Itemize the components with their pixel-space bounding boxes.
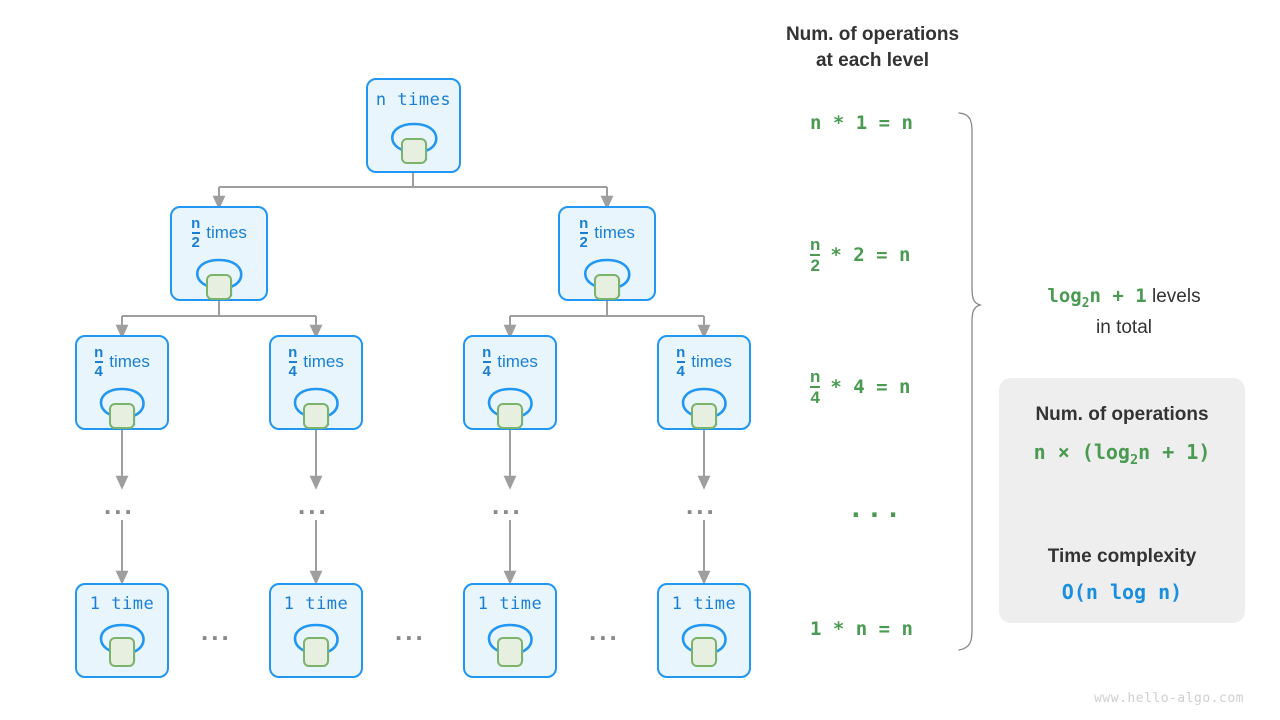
- operations-title-line2: at each level: [815, 49, 930, 71]
- tree-node-level3-a[interactable]: n 4 times: [75, 335, 169, 430]
- self-loop-icon: [281, 381, 351, 431]
- vertical-ellipsis: ...: [492, 490, 523, 520]
- tree-node-label: 1 time: [283, 594, 349, 614]
- operation-square-icon: [497, 637, 523, 667]
- operations-row-3: n 4 * 4 = n: [810, 368, 910, 406]
- tree-node-label: 1 time: [89, 594, 155, 614]
- info-box-complexity-heading: Time complexity: [1047, 546, 1197, 567]
- tree-node-level3-b[interactable]: n 4 times: [269, 335, 363, 430]
- operation-square-icon: [691, 403, 717, 429]
- tree-node-level1[interactable]: n times: [366, 78, 461, 173]
- self-loop-icon: [183, 252, 255, 302]
- self-loop-icon: [87, 381, 157, 431]
- operation-square-icon: [594, 274, 620, 300]
- levels-brace-note: log2n + 1 levels in total: [1010, 283, 1238, 341]
- tree-node-label: n times: [375, 90, 452, 110]
- info-box-operations-heading: Num. of operations: [1035, 404, 1209, 425]
- tree-node-level3-d[interactable]: n 4 times: [657, 335, 751, 430]
- levels-brace: [958, 112, 983, 651]
- self-loop-icon: [281, 617, 351, 667]
- fraction: n 2: [191, 215, 201, 251]
- operation-square-icon: [691, 637, 717, 667]
- info-box-operations-formula: n × (log2n + 1): [1033, 440, 1211, 468]
- operations-title-line1: Num. of operations: [785, 24, 960, 45]
- tree-node-label: 1 time: [671, 594, 737, 614]
- levels-brace-line2: in total: [1096, 316, 1152, 338]
- fraction: n 2: [579, 215, 589, 251]
- operation-square-icon: [303, 637, 329, 667]
- tree-node-level2-left[interactable]: n 2 times: [170, 206, 268, 301]
- levels-brace-line1: log2n + 1 levels: [1010, 283, 1238, 314]
- fraction: n 4: [676, 344, 686, 380]
- operations-column-title: Num. of operations at each level: [760, 22, 985, 73]
- operations-row-2-rest: * 2 = n: [830, 244, 911, 266]
- tree-node-leaf-b[interactable]: 1 time: [269, 583, 363, 678]
- operation-square-icon: [206, 274, 232, 300]
- horizontal-ellipsis: ...: [201, 616, 232, 646]
- operation-square-icon: [303, 403, 329, 429]
- operations-row-last: 1 * n = n: [810, 618, 913, 640]
- operations-ellipsis-text: ...: [848, 494, 904, 524]
- operations-row-1: n * 1 = n: [810, 112, 960, 134]
- tree-node-level2-right[interactable]: n 2 times: [558, 206, 656, 301]
- self-loop-icon: [475, 617, 545, 667]
- watermark: www.hello-algo.com: [1094, 691, 1244, 706]
- horizontal-ellipsis: ...: [589, 616, 620, 646]
- self-loop-icon: [571, 252, 643, 302]
- operations-row-ellipsis: ...: [848, 494, 904, 524]
- vertical-ellipsis: ...: [104, 490, 135, 520]
- operation-square-icon: [497, 403, 523, 429]
- operation-square-icon: [400, 138, 427, 164]
- fraction: n 4: [94, 344, 104, 380]
- log-base-subscript: 2: [1081, 295, 1090, 311]
- operation-square-icon: [109, 637, 135, 667]
- operation-square-icon: [109, 403, 135, 429]
- self-loop-icon: [378, 114, 450, 166]
- operations-row-3-rest: * 4 = n: [830, 376, 911, 398]
- levels-word: levels: [1152, 286, 1201, 307]
- tree-node-label: n 4 times: [288, 344, 344, 380]
- tree-node-leaf-c[interactable]: 1 time: [463, 583, 557, 678]
- log-base-subscript: 2: [1129, 452, 1139, 468]
- tree-node-label: n 2 times: [579, 215, 635, 251]
- tree-node-label: n 2 times: [191, 215, 247, 251]
- tree-node-label: n 4 times: [482, 344, 538, 380]
- self-loop-icon: [87, 617, 157, 667]
- fraction: n 4: [482, 344, 492, 380]
- fraction: n 2: [810, 235, 821, 275]
- horizontal-ellipsis: ...: [395, 616, 426, 646]
- tree-node-leaf-a[interactable]: 1 time: [75, 583, 169, 678]
- tree-node-label: n 4 times: [94, 344, 150, 380]
- self-loop-icon: [475, 381, 545, 431]
- vertical-ellipsis: ...: [298, 490, 329, 520]
- self-loop-icon: [669, 381, 739, 431]
- operations-row-2: n 2 * 2 = n: [810, 236, 910, 274]
- tree-node-leaf-d[interactable]: 1 time: [657, 583, 751, 678]
- operations-row-1-text: n * 1 = n: [810, 112, 913, 134]
- tree-node-label: 1 time: [477, 594, 543, 614]
- info-box-complexity-formula: O(n log n): [1061, 580, 1183, 604]
- fraction: n 4: [288, 344, 298, 380]
- summary-info-box: Num. of operations n × (log2n + 1) Time …: [999, 378, 1245, 623]
- tree-node-level3-c[interactable]: n 4 times: [463, 335, 557, 430]
- self-loop-icon: [669, 617, 739, 667]
- vertical-ellipsis: ...: [686, 490, 717, 520]
- operations-row-last-text: 1 * n = n: [810, 618, 913, 640]
- tree-node-label: n 4 times: [676, 344, 732, 380]
- fraction: n 4: [810, 367, 821, 407]
- levels-formula: log2n + 1: [1047, 285, 1147, 311]
